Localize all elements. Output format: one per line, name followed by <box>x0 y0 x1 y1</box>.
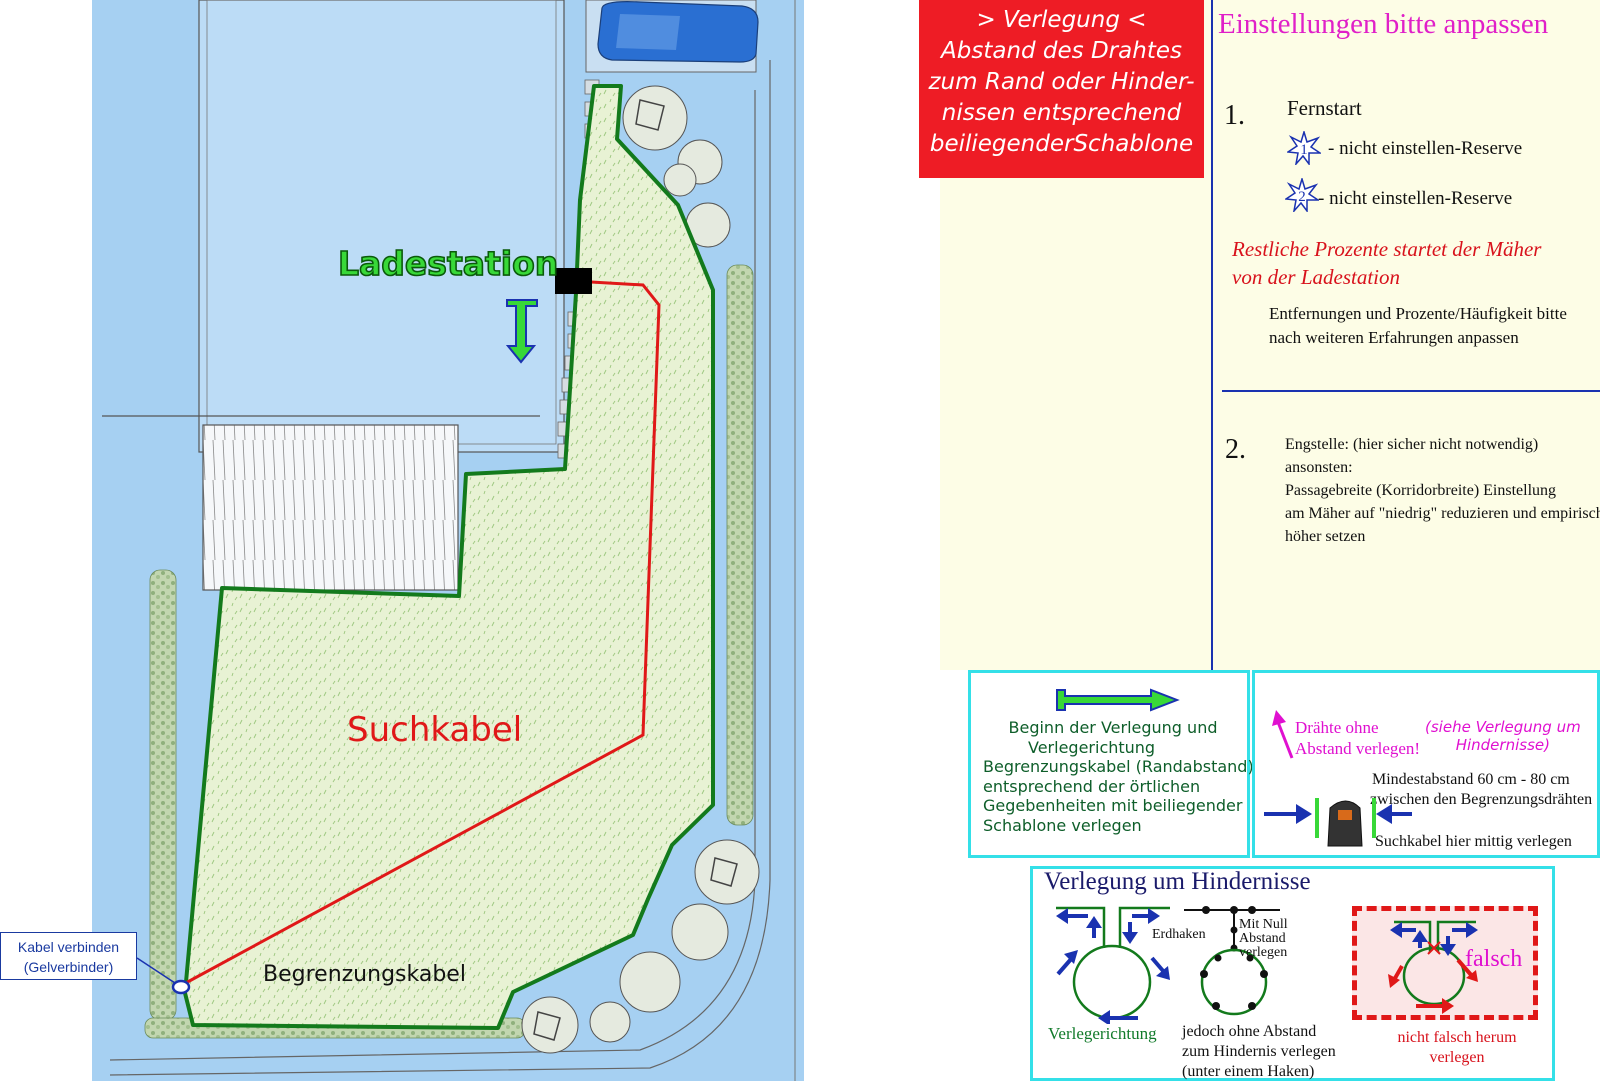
shrubs <box>521 85 760 1054</box>
note-line: Abstand <box>1239 931 1286 946</box>
kabel-verbinden-callout: Kabel verbinden (Gelverbinder) <box>0 932 137 980</box>
note-line: ansonsten: <box>1285 459 1353 476</box>
note-line: jedoch ohne Abstand <box>1182 1023 1317 1040</box>
mit-null-abstand-label: Mit Null Abstand verlegen <box>1239 918 1288 960</box>
divider-horizontal <box>1222 390 1600 392</box>
obstacle-zero-distance-diagram <box>1184 906 1280 1016</box>
red-box-line: zum Rand oder Hinder- <box>928 69 1195 95</box>
section2-number: 2. <box>1225 434 1246 465</box>
engstelle-note: Engstelle: (hier sicher nicht notwendig)… <box>1285 433 1600 548</box>
ladestation-label: Ladestation <box>337 243 559 284</box>
red-box-line: > Verlegung < <box>976 7 1147 33</box>
verlegung-note-box: > Verlegung < Abstand des Drahtes zum Ra… <box>919 0 1204 178</box>
note-line: zum Hindernis verlegen <box>1182 1043 1336 1060</box>
note-line: zwischen den Begrenzungsdrähten <box>1370 791 1593 808</box>
note-line: von der Ladestation <box>1232 265 1400 289</box>
red-box-line: Abstand des Drahtes <box>941 38 1182 64</box>
falsch-label: falsch <box>1465 946 1523 972</box>
note-line: Verlegerichtung <box>1028 737 1156 757</box>
note-line: Hindernisse) <box>1455 736 1550 754</box>
badge-number: 2 <box>1298 189 1306 205</box>
section1-number: 1. <box>1224 100 1245 131</box>
note-line: verlegen <box>1239 945 1288 960</box>
note-line: entsprechend der örtlichen <box>983 776 1201 796</box>
settings-title: Einstellungen bitte anpassen <box>1218 8 1549 40</box>
restliche-prozente-note: Restliche Prozente startet der Mäher von… <box>1232 235 1541 291</box>
reserve-item-2: - nicht einstellen-Reserve <box>1318 188 1513 209</box>
red-box-line: beiliegenderSchablone <box>929 131 1194 157</box>
note-line: (unter einem Haken) <box>1182 1063 1315 1080</box>
erdhaken-label: Erdhaken <box>1152 927 1206 942</box>
note-line: Drähte ohne <box>1295 718 1379 737</box>
wire-connector <box>171 979 191 995</box>
star-badge-icon: 1 <box>1287 131 1321 165</box>
note-line: Schablone verlegen <box>983 815 1142 835</box>
hedge-right <box>726 264 754 826</box>
legend-start-text: Beginn der Verlegung und Verlegerichtung… <box>983 718 1254 835</box>
note-line: Restliche Prozente startet der Mäher <box>1232 237 1542 261</box>
note-line: (siehe Verlegung um <box>1425 718 1581 736</box>
garden-plan <box>92 0 804 1081</box>
boundary-wire <box>183 84 715 1030</box>
red-box-line: nissen entsprechend <box>941 100 1182 126</box>
badge-number: 1 <box>1300 142 1308 158</box>
note-line: Engstelle: (hier sicher nicht notwendig) <box>1285 436 1539 453</box>
note-line: Begrenzungskabel (Randabstand) <box>983 757 1254 776</box>
reserve-item-1: - nicht einstellen-Reserve <box>1328 138 1523 159</box>
fernstart-heading: Fernstart <box>1287 96 1362 120</box>
note-line: Gegebenheiten mit beiliegender <box>983 796 1243 815</box>
nicht-falsch-herum-note: nicht falsch herum verlegen <box>1372 1028 1542 1068</box>
start-arrow-icon <box>1056 688 1180 712</box>
note-line: Abstand verlegen! <box>1295 739 1421 758</box>
arrow-up-icon <box>1272 710 1294 759</box>
note-line: Entfernungen und Prozente/Häufigkeit bit… <box>1269 304 1567 323</box>
suchkabel-mittig-note: Suchkabel hier mittig verlegen <box>1375 833 1572 850</box>
obstacles-title: Verlegung um Hindernisse <box>1044 868 1311 895</box>
siehe-verlegung-note: (siehe Verlegung um Hindernisse) <box>1425 718 1581 754</box>
mindestabstand-note: Mindestabstand 60 cm - 80 cm zwischen de… <box>1370 770 1593 810</box>
obstacle-wrong-diagram <box>1388 920 1478 1014</box>
hedge-left <box>149 569 177 1021</box>
entfernungen-note: Entfernungen und Prozente/Häufigkeit bit… <box>1269 302 1567 350</box>
terrace <box>202 424 459 591</box>
note-line: Mindestabstand 60 cm - 80 cm <box>1372 771 1570 788</box>
obstacle-correct-diagram <box>1056 906 1170 1024</box>
charging-station <box>555 268 592 294</box>
divider-vertical <box>1211 0 1213 672</box>
note-line: am Mäher auf "niedrig" reduzieren und em… <box>1285 505 1600 522</box>
note-line: Beginn der Verlegung und <box>1008 718 1218 737</box>
guide-wire <box>181 280 661 987</box>
jedoch-ohne-abstand-note: jedoch ohne Abstand zum Hindernis verleg… <box>1182 1022 1336 1082</box>
suchkabel-label: Suchkabel <box>347 710 523 750</box>
legend-wires-box <box>1252 670 1600 858</box>
star-badge-icon: 2 <box>1285 178 1319 212</box>
verlegerichtung-label: Verlegerichtung <box>1048 1024 1157 1043</box>
house <box>198 0 565 453</box>
kabel-verbinden-label: Kabel verbinden <box>17 939 120 955</box>
mower-spacing-icon <box>1264 798 1412 847</box>
road-edge <box>109 90 756 1061</box>
begrenzungskabel-label: Begrenzungskabel <box>263 962 466 987</box>
note-line: nach weiteren Erfahrungen anpassen <box>1269 328 1519 347</box>
gelverbinder-label: (Gelverbinder) <box>23 959 114 975</box>
note-line: verlegen <box>1429 1049 1485 1066</box>
note-line: nicht falsch herum <box>1397 1029 1517 1046</box>
note-line: Mit Null <box>1239 917 1288 932</box>
note-line: Passagebreite (Korridorbreite) Einstellu… <box>1285 482 1557 499</box>
start-direction-arrow <box>505 299 538 364</box>
lawn <box>185 86 713 1028</box>
note-line: höher setzen <box>1285 528 1366 545</box>
drahte-ohne-abstand: Drähte ohne Abstand verlegen! <box>1295 717 1420 759</box>
